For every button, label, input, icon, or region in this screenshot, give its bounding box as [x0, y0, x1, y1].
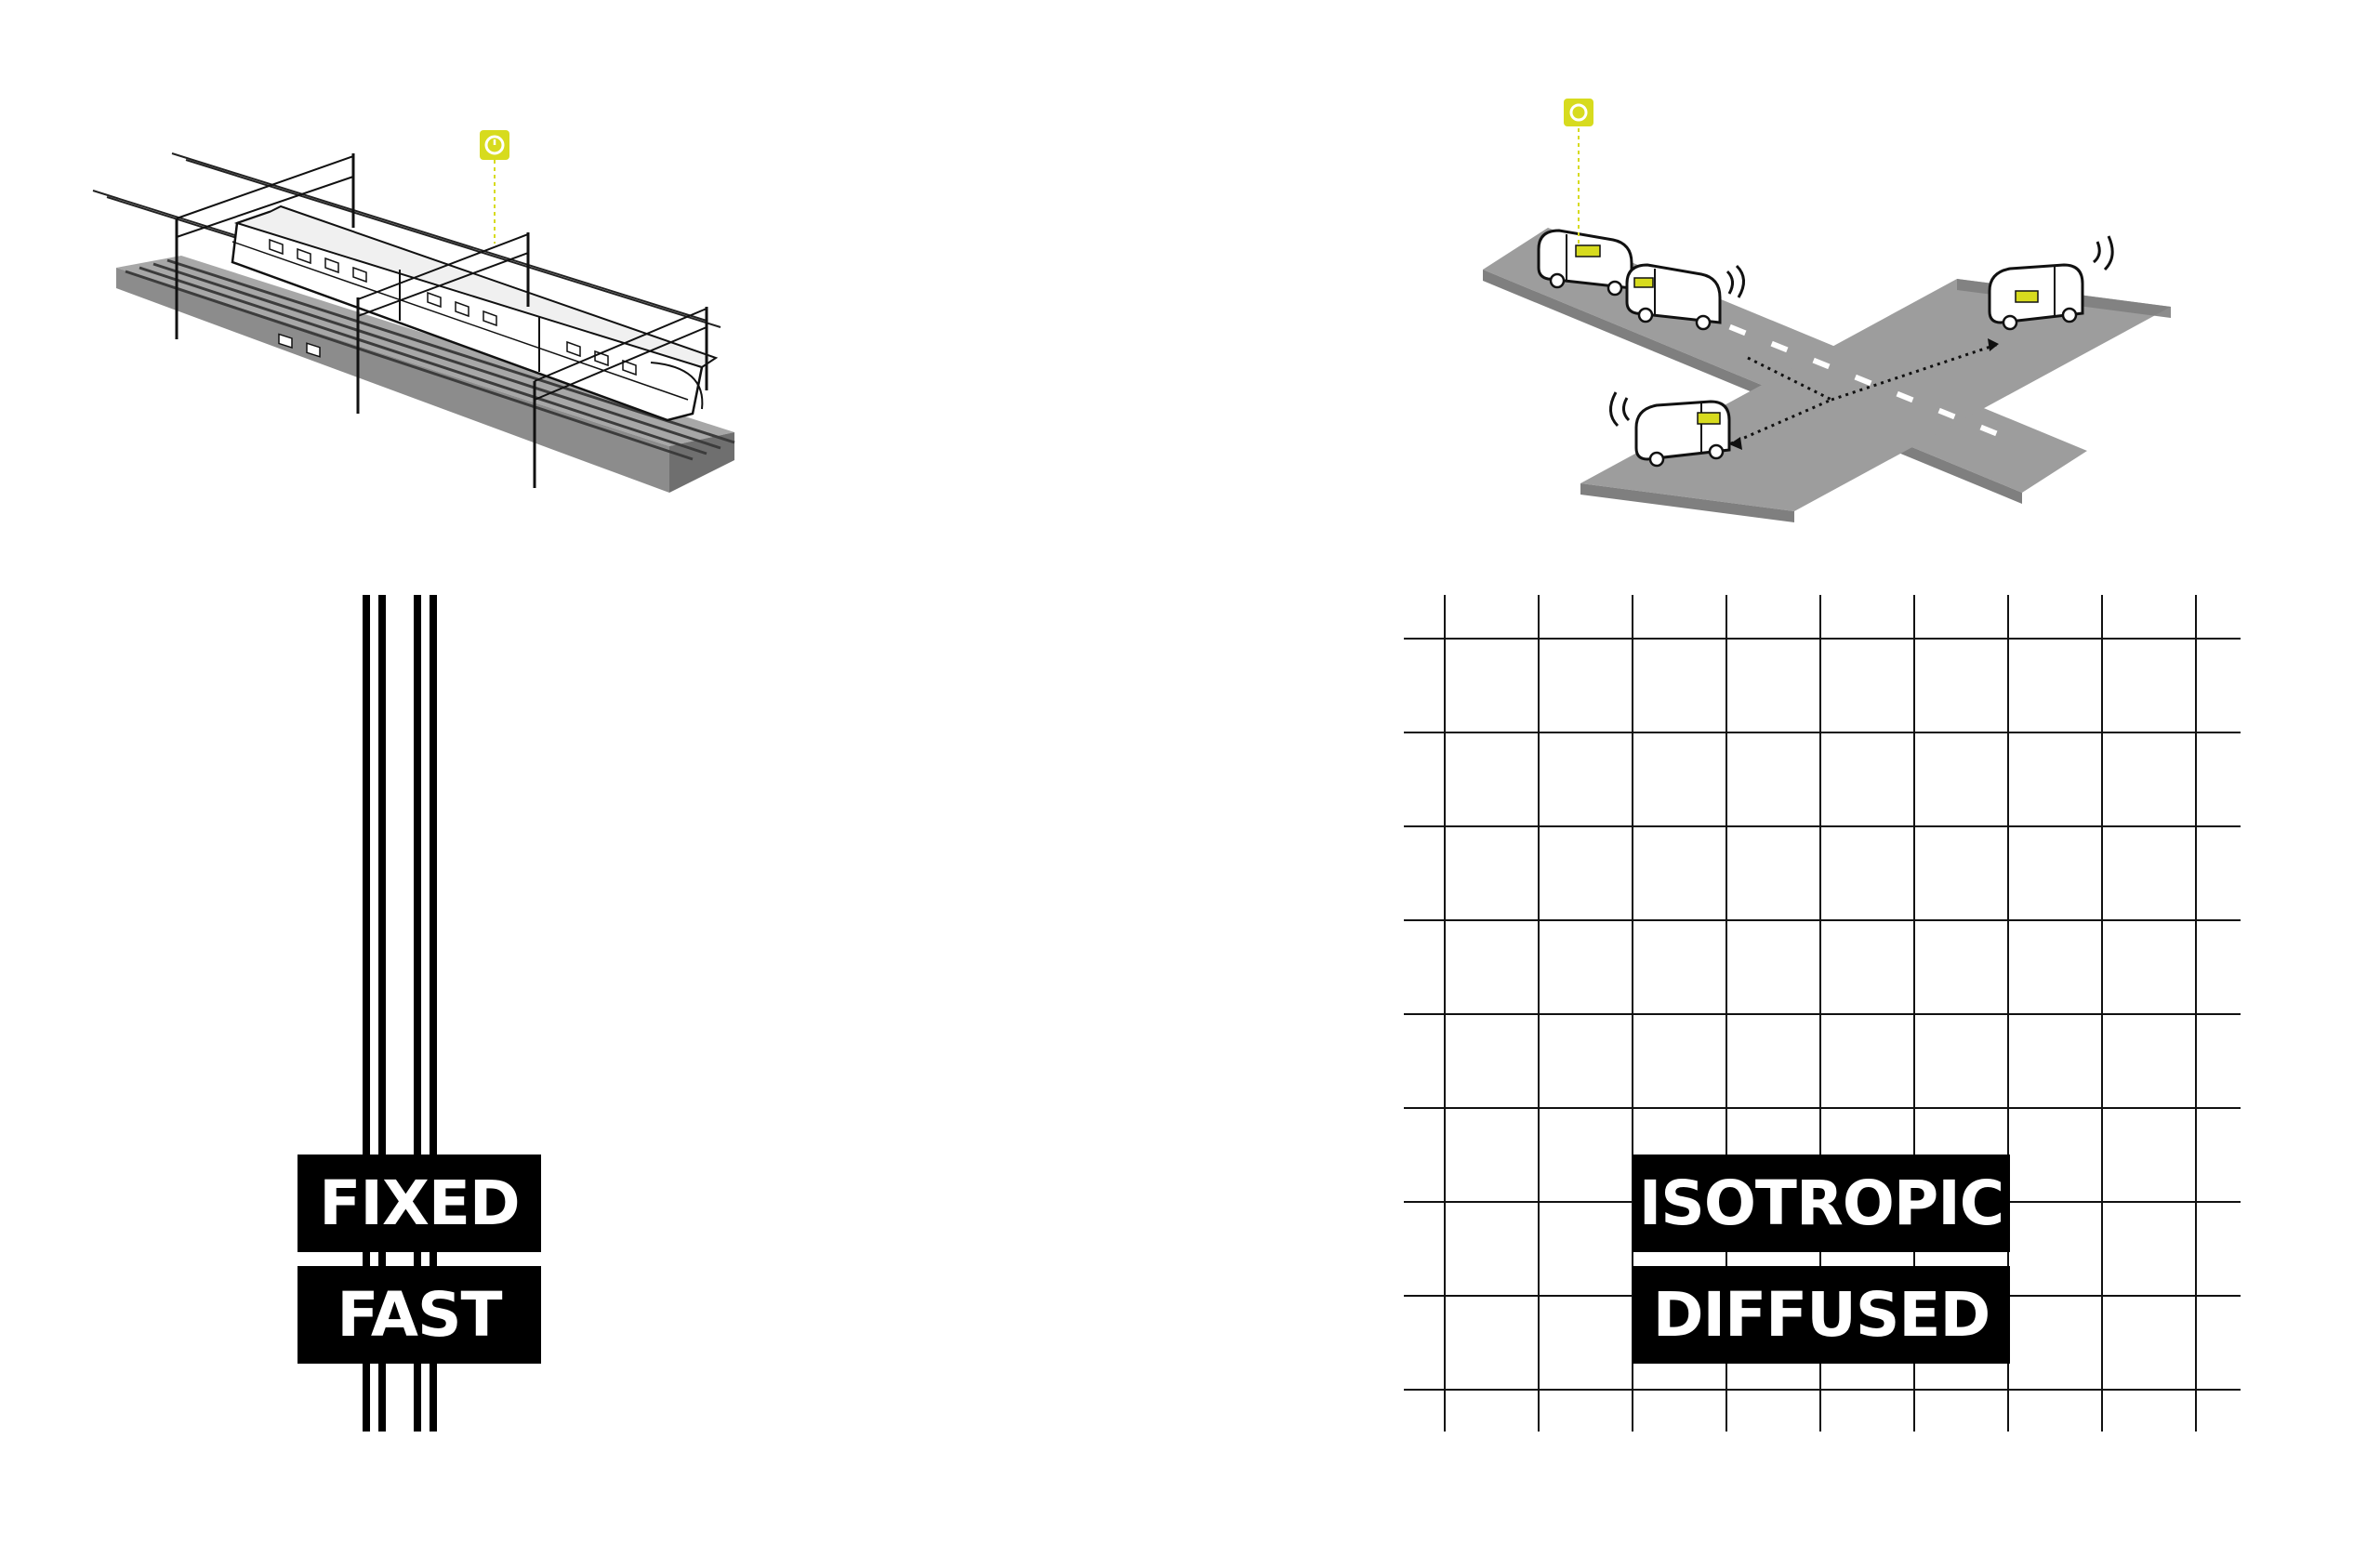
grid	[1404, 595, 2241, 1432]
train	[231, 205, 719, 422]
label-diffused: DIFFUSED	[1633, 1266, 2010, 1364]
van	[1988, 263, 2084, 331]
intersection-drawing	[1483, 99, 2171, 522]
fixed-lines-diagram: FIXED FAST	[0, 558, 1190, 1557]
wifi-signal-icon	[1609, 391, 1631, 428]
label-isotropic: ISOTROPIC	[1633, 1155, 2010, 1252]
wifi-signal-icon	[1726, 264, 1745, 298]
clock-icon	[480, 130, 509, 160]
wifi-signal-icon	[2092, 235, 2114, 271]
isotropic-grid-diagram: ISOTROPIC DIFFUSED	[1190, 558, 2380, 1557]
parallel-lines	[363, 595, 437, 1432]
vans-illustration	[1190, 0, 2380, 558]
label-fixed: FIXED	[298, 1155, 541, 1252]
van	[1634, 400, 1731, 468]
label-fast: FAST	[298, 1266, 541, 1364]
train-illustration	[0, 0, 1190, 558]
van	[1537, 229, 1633, 297]
train-drawing	[92, 130, 735, 493]
van	[1625, 263, 1722, 331]
clock-icon	[1564, 99, 1593, 126]
